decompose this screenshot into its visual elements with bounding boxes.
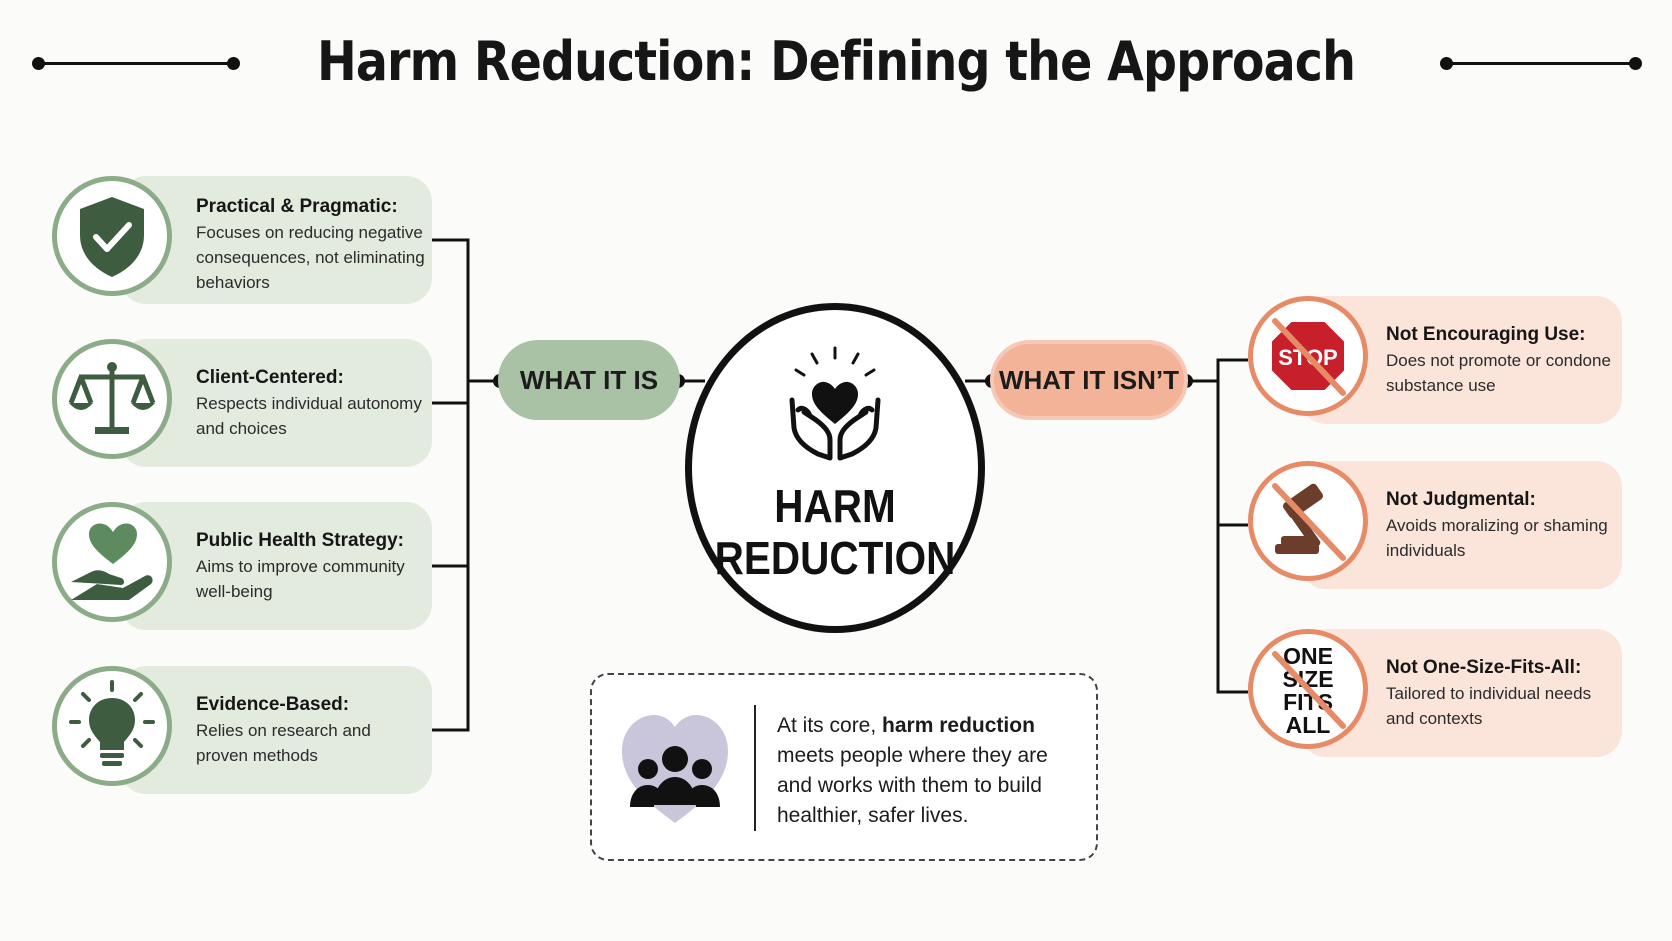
lightbulb-icon — [52, 666, 172, 786]
center-line-1: HARM — [774, 480, 896, 532]
core-statement-text: At its core, harm reduction meets people… — [777, 711, 1087, 831]
quote-rest: meets people where they are and works wi… — [777, 744, 1048, 827]
core-statement-box: At its core, harm reduction meets people… — [590, 673, 1098, 861]
card-title: Not Encouraging Use: — [1386, 324, 1586, 345]
heart-people-icon — [620, 711, 730, 832]
what-it-isnt-label: WHAT IT ISN’T — [990, 340, 1188, 420]
card-description: Focuses on reducing negative consequence… — [196, 223, 425, 292]
quote-bold: harm reduction — [882, 714, 1035, 737]
card-title: Public Health Strategy: — [196, 530, 404, 551]
card-title: Not Judgmental: — [1386, 489, 1536, 510]
card-description: Relies on research and proven methods — [196, 721, 371, 765]
title-decoration-left — [32, 57, 240, 70]
page-title: Harm Reduction: Defining the Approach — [316, 30, 1356, 93]
card-description: Does not promote or condone substance us… — [1386, 351, 1611, 395]
card-description: Respects individual autonomy and choices — [196, 394, 422, 438]
card-evidence-based: Evidence-Based: Relies on research and pr… — [120, 666, 432, 794]
stop-sign-icon: STOP — [1248, 296, 1368, 416]
center-line-2: REDUCTION — [714, 532, 956, 584]
scales-icon — [52, 339, 172, 459]
icon-word-one: ONE — [1283, 643, 1333, 669]
card-title: Practical & Pragmatic: — [196, 196, 398, 217]
what-it-is-label: WHAT IT IS — [498, 340, 680, 420]
card-description: Tailored to individual needs and context… — [1386, 684, 1592, 728]
card-public-health: Public Health Strategy: Aims to improve c… — [120, 502, 432, 630]
card-practical-pragmatic: Practical & Pragmatic: Focuses on reducin… — [120, 176, 432, 304]
card-client-centered: Client-Centered: Respects individual auto… — [120, 339, 432, 467]
card-title: Evidence-Based: — [196, 694, 350, 715]
shield-check-icon — [52, 176, 172, 296]
card-title: Not One-Size-Fits-All: — [1386, 657, 1582, 678]
card-title: Client-Centered: — [196, 367, 344, 388]
quote-prefix: At its core, — [777, 714, 877, 737]
quote-divider — [754, 705, 756, 831]
icon-word-all: ALL — [1286, 712, 1331, 738]
hands-heart-icon — [782, 346, 888, 471]
card-description: Aims to improve community well-being — [196, 557, 405, 601]
gavel-icon — [1248, 461, 1368, 581]
hand-heart-icon — [52, 502, 172, 622]
card-description: Avoids moralizing or shaming individuals — [1386, 516, 1608, 560]
title-decoration-right — [1440, 57, 1642, 70]
